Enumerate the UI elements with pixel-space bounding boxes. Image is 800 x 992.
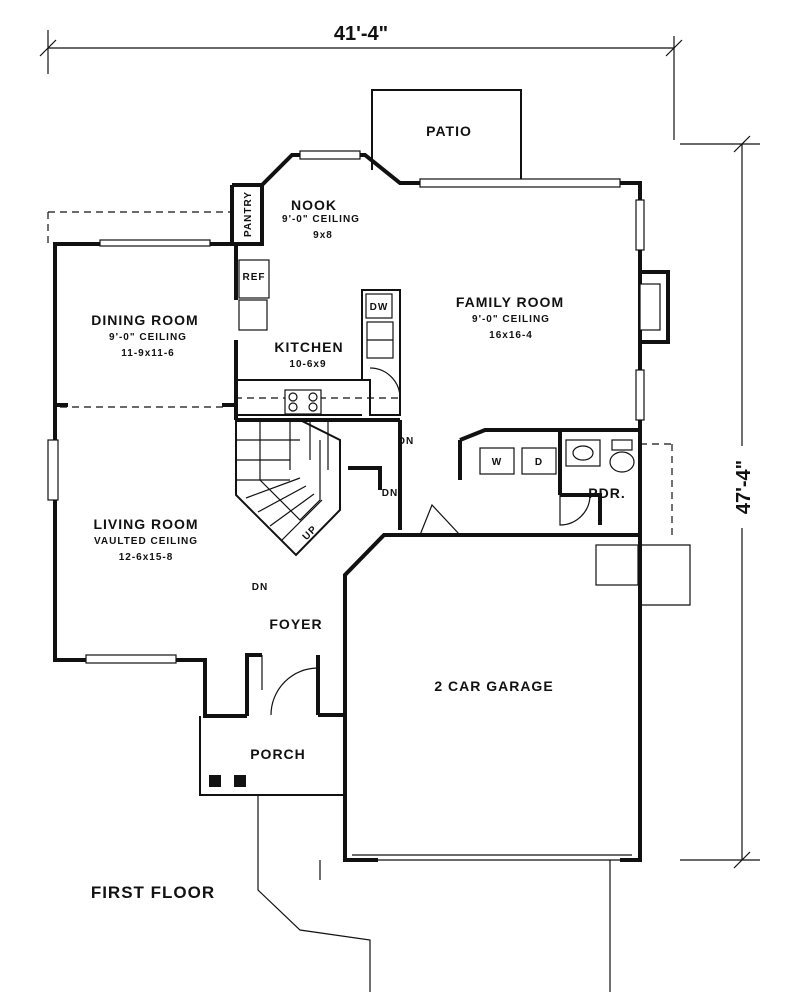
patio: PATIO [371,89,522,182]
garage-door [352,854,632,861]
washer-label: W [492,457,502,468]
living-room-label: LIVING ROOM [93,516,198,532]
refrigerator [238,259,270,299]
stairs-down-label-2: DN [382,488,398,499]
family-room-ceiling: 9'-0" CEILING [472,314,550,325]
dishwasher [365,293,393,319]
dryer [521,447,557,475]
kitchen-size: 10-6x9 [289,359,326,370]
width-dimension-label: 41'-4" [334,23,388,45]
staircase [235,419,341,557]
patio-label: PATIO [426,123,472,139]
foyer-label: FOYER [269,616,322,632]
nook-size: 9x8 [313,230,333,241]
dining-room-ceiling: 9'-0" CEILING [109,332,187,343]
depth-dimension: 47'-4" [680,135,760,869]
living-room-size: 12-6x15-8 [119,552,174,563]
family-room-size: 16x16-4 [489,330,533,341]
stairs-up-label: UP [301,524,320,543]
garage-label: 2 CAR GARAGE [434,678,553,694]
stairs-down-label-1: DN [398,436,414,447]
porch-label: PORCH [250,746,306,762]
floor-title: FIRST FLOOR [91,883,215,902]
dashed-lines [47,211,673,535]
pantry-label: PANTRY [243,191,254,237]
kitchen-label: KITCHEN [274,339,343,355]
dryer-label: D [535,457,543,468]
depth-dimension-label: 47'-4" [733,460,755,514]
room-labels: NOOK 9'-0" CEILING 9x8 PANTRY REF DW DIN… [91,191,625,762]
dining-room-label: DINING ROOM [91,312,198,328]
porch [199,716,611,992]
stairs-down-label-3: DN [252,582,268,593]
dw-label: DW [370,302,389,313]
nook-ceiling: 9'-0" CEILING [282,214,360,225]
fixtures [209,259,661,787]
doors [261,494,691,716]
ref-label: REF [243,272,266,283]
windows [47,150,645,664]
powder-room-label: PDR. [588,485,625,501]
washer [479,447,515,475]
exterior-walls [53,153,670,718]
family-room-label: FAMILY ROOM [456,294,564,310]
living-room-ceiling: VAULTED CEILING [94,536,198,547]
dining-room-size: 11-9x11-6 [121,348,175,359]
width-dimension: 41'-4" [39,22,683,140]
nook-label: NOOK [291,197,337,213]
